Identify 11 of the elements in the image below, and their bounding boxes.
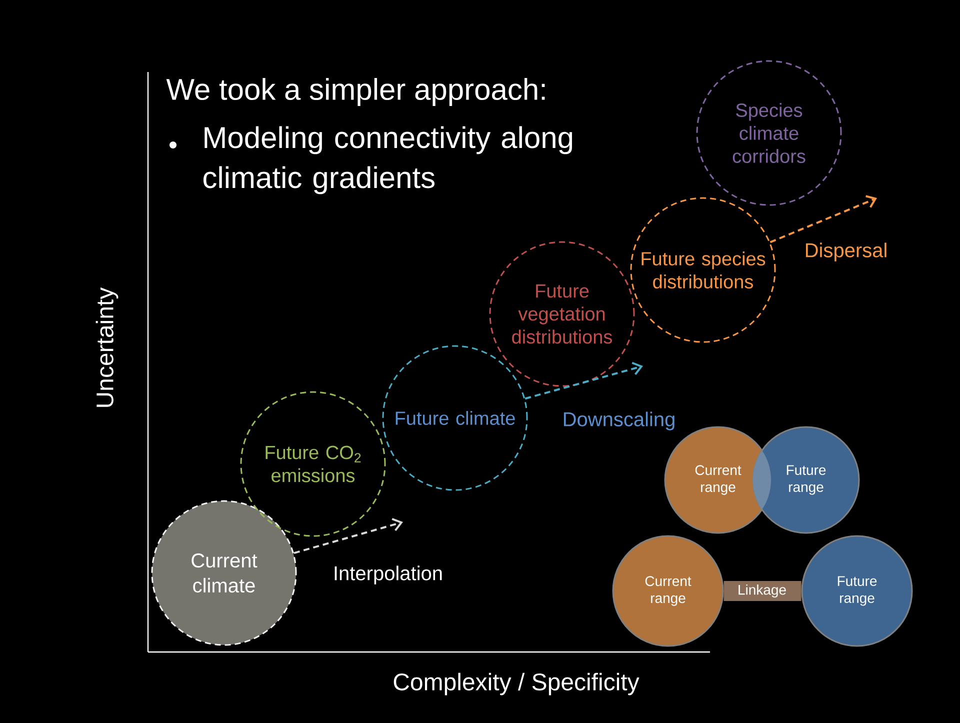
arrow	[524, 362, 643, 400]
arrow	[770, 195, 877, 244]
axis-label: Uncertainty	[96, 287, 118, 407]
edge-label: Dispersal	[806, 242, 886, 262]
link-band	[724, 581, 802, 601]
bullet-text: Modeling connectivity along climatic gradients	[203, 126, 572, 194]
arrow	[294, 518, 403, 554]
title: We took a simpler approach:	[166, 78, 545, 106]
edge-label: Interpolation	[334, 566, 442, 584]
edge-label: Linkage	[738, 584, 786, 598]
axis-label: Complexity / Specificity	[394, 672, 640, 696]
